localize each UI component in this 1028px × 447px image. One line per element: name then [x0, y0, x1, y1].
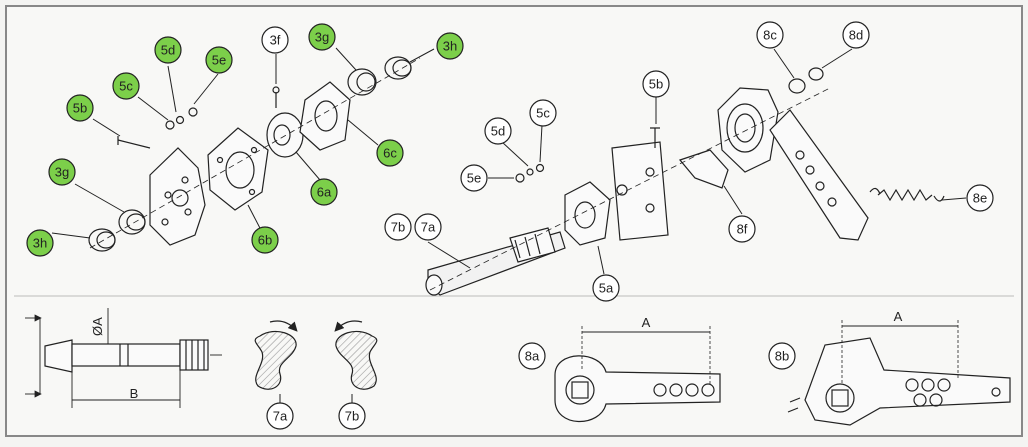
callout-8e: 8e [966, 184, 994, 212]
callout-label: 5e [212, 53, 226, 68]
callout-5c-l: 5c [112, 72, 140, 100]
callout-label: 7b [345, 409, 359, 424]
callout-circle [112, 72, 140, 100]
callout-8d: 8d [842, 21, 870, 49]
callout-label: 8b [775, 349, 789, 364]
callout-5a: 5a [592, 274, 620, 302]
lever-8b-view [787, 320, 1011, 426]
callout-label: 5b [73, 101, 87, 116]
dimension-length-label: B [130, 386, 139, 401]
lever-8a-dimension-label: A [642, 315, 651, 330]
callout-label: 5c [536, 106, 550, 121]
callout-circle [338, 402, 366, 430]
callout-label: 5c [119, 79, 133, 94]
callout-3g-r: 3g [308, 23, 336, 51]
callout-label: 8a [525, 349, 540, 364]
callout-8a: 8a [518, 342, 546, 370]
callout-label: 3h [33, 236, 47, 251]
callout-circle [154, 36, 182, 64]
callout-3h-l: 3h [26, 229, 54, 257]
callout-8c: 8c [756, 21, 784, 49]
callout-circle [642, 70, 670, 98]
callout-circle [518, 342, 546, 370]
callout-circle [48, 158, 76, 186]
callout-7a-bottom: 7a [266, 402, 294, 430]
callouts-layer: 5d 5e 5c 5b 3g 3h 3f 3g 3h 6c 6a 6b 5b 5c 5d 5e 7b 7a 5a 8f… [26, 21, 994, 430]
callout-5d-l: 5d [154, 36, 182, 64]
callout-circle [460, 164, 488, 192]
callout-circle [728, 215, 756, 243]
callout-circle [308, 23, 336, 51]
lever-8a-view [554, 326, 721, 423]
callout-5d-r: 5d [484, 117, 512, 145]
callout-circle [842, 21, 870, 49]
callout-5e-r: 5e [460, 164, 488, 192]
callout-circle [261, 26, 289, 54]
callout-label: 8d [849, 28, 863, 43]
shaft-dimension-view [25, 308, 222, 408]
right-exploded-group [425, 67, 945, 296]
callout-circle [436, 32, 464, 60]
callout-8b: 8b [768, 342, 796, 370]
callout-circle [66, 94, 94, 122]
callout-circle [384, 213, 412, 241]
callout-label: 6c [383, 146, 397, 161]
callout-label: 5d [161, 43, 175, 58]
callout-label: 3f [270, 33, 281, 48]
left-leader-lines [51, 47, 435, 239]
callout-7a: 7a [414, 213, 442, 241]
callout-6c: 6c [376, 139, 404, 167]
callout-circle [592, 274, 620, 302]
callout-7b: 7b [384, 213, 412, 241]
callout-circle [266, 402, 294, 430]
callout-3f: 3f [261, 26, 289, 54]
lever-8b-dimension-label: A [894, 309, 903, 324]
callout-circle [966, 184, 994, 212]
callout-label: 8f [737, 222, 748, 237]
dimension-diameter-label: ØA [90, 317, 105, 336]
callout-label: 7a [273, 409, 288, 424]
callout-5e-l: 5e [205, 46, 233, 74]
left-exploded-group [88, 56, 421, 252]
callout-5b-r: 5b [642, 70, 670, 98]
callout-label: 3g [315, 30, 329, 45]
callout-label: 6a [317, 185, 332, 200]
callout-circle [251, 226, 279, 254]
callout-3h-r: 3h [436, 32, 464, 60]
callout-5c-r: 5c [529, 99, 557, 127]
callout-label: 5e [467, 171, 481, 186]
callout-circle [414, 213, 442, 241]
callout-8f: 8f [728, 215, 756, 243]
callout-circle [310, 178, 338, 206]
callout-label: 6b [258, 233, 272, 248]
callout-circle [26, 229, 54, 257]
callout-circle [529, 99, 557, 127]
callout-label: 5b [649, 77, 663, 92]
callout-circle [756, 21, 784, 49]
callout-label: 5a [599, 281, 614, 296]
callout-label: 7a [421, 220, 436, 235]
callout-circle [484, 117, 512, 145]
callout-label: 3g [55, 165, 69, 180]
callout-6a: 6a [310, 178, 338, 206]
callout-5b-l: 5b [66, 94, 94, 122]
callout-label: 8c [763, 28, 777, 43]
callout-circle [768, 342, 796, 370]
callout-3g-l: 3g [48, 158, 76, 186]
callout-label: 8e [973, 191, 987, 206]
callout-7b-bottom: 7b [338, 402, 366, 430]
callout-label: 5d [491, 124, 505, 139]
callout-label: 7b [391, 220, 405, 235]
callout-circle [376, 139, 404, 167]
callout-label: 3h [443, 39, 457, 54]
cam-profiles [254, 320, 378, 406]
right-leader-lines [427, 48, 967, 275]
callout-circle [205, 46, 233, 74]
callout-6b: 6b [251, 226, 279, 254]
